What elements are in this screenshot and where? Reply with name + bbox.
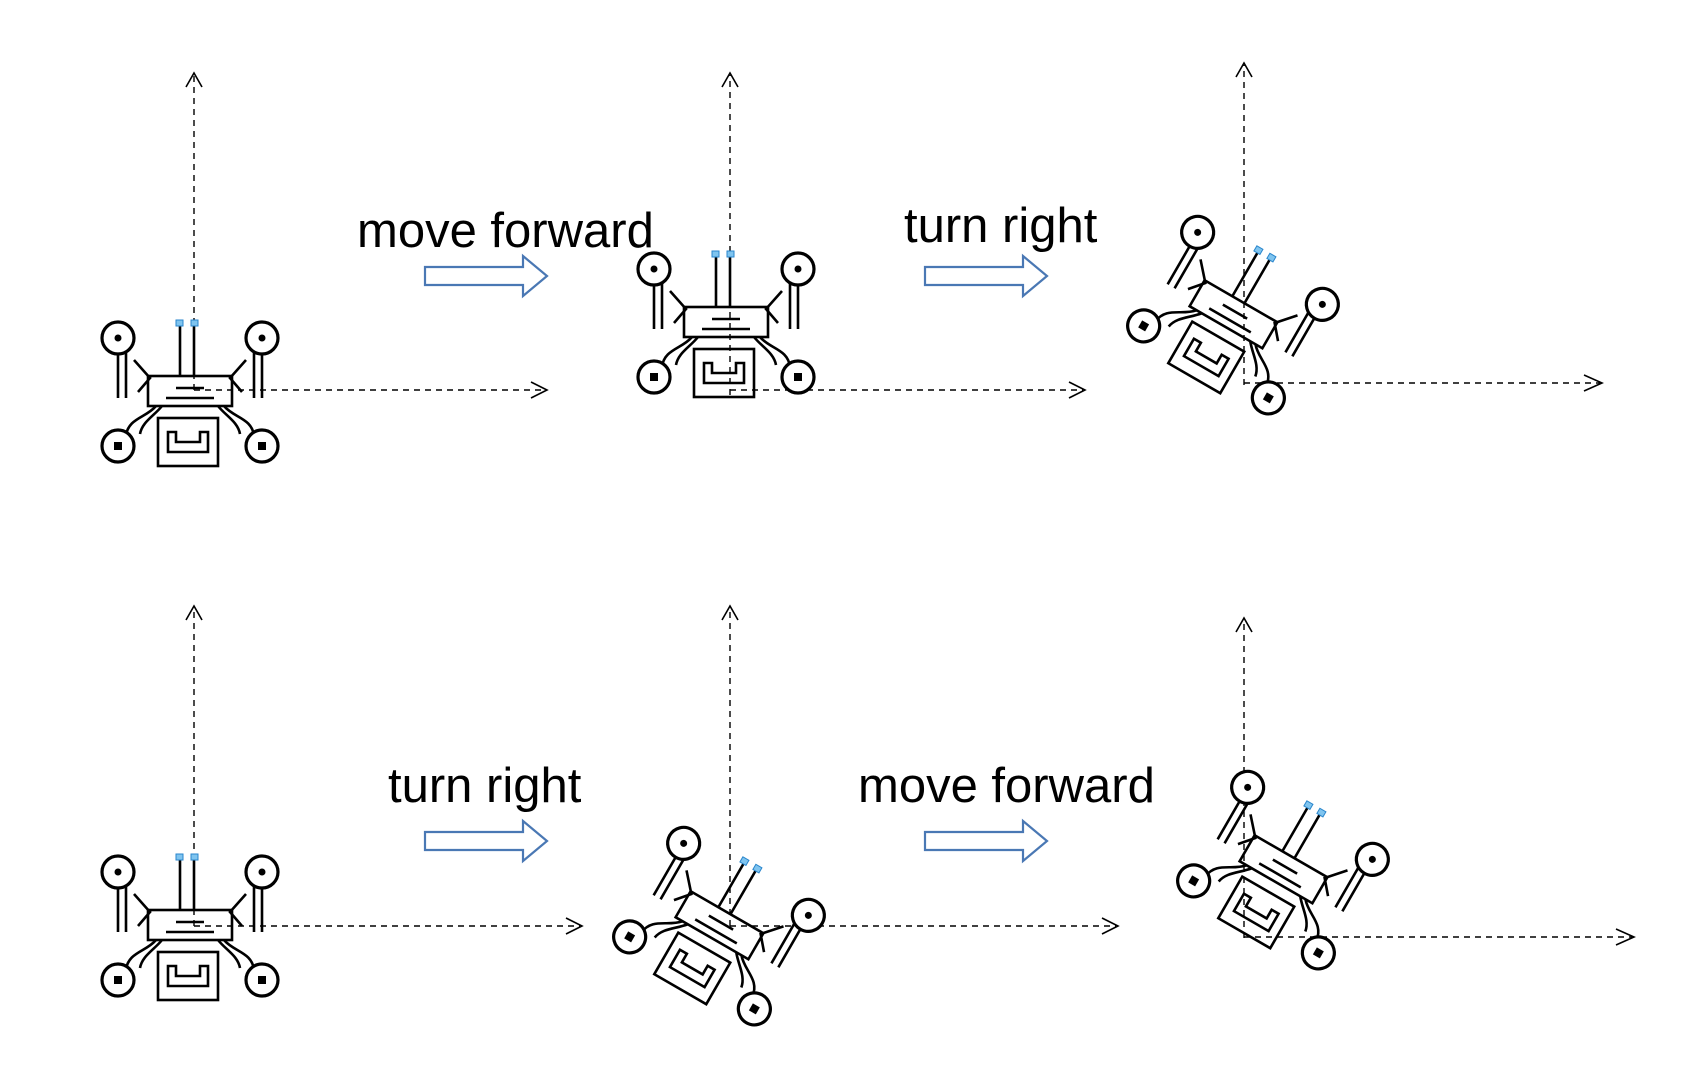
x-axis-arrowhead (530, 381, 549, 399)
x-axis-arrowhead (1615, 928, 1636, 946)
robot-icon (100, 852, 280, 1002)
caption-row1-step1: move forward (357, 204, 654, 258)
y-axis-arrowhead (185, 71, 203, 88)
y-axis-arrowhead (1235, 616, 1253, 633)
row2-frame3 (1168, 616, 1636, 980)
step-arrow-icon (923, 254, 1049, 298)
robot-icon (604, 818, 833, 1036)
caption-row2-step1: turn right (388, 759, 582, 813)
y-axis-arrowhead (185, 604, 203, 621)
y-axis-arrowhead (721, 71, 739, 88)
step-arrow-icon (923, 819, 1049, 863)
step-arrow-icon (423, 819, 549, 863)
x-axis-arrowhead (1101, 917, 1120, 935)
robot-icon (100, 318, 280, 468)
row2-frame2 (604, 604, 1120, 1036)
caption-row1-step2: turn right (904, 199, 1098, 253)
robot-icon (636, 249, 816, 399)
caption-row2-step2: move forward (858, 759, 1155, 813)
row1-frame3 (1118, 61, 1604, 425)
row2-frame1 (100, 604, 584, 1002)
step-arrow-icon (423, 254, 549, 298)
x-axis-arrowhead (565, 917, 584, 935)
y-axis-arrowhead (1235, 61, 1253, 78)
x-axis-arrowhead (1068, 381, 1087, 399)
robot-icon (1118, 207, 1347, 425)
row1-frame2 (636, 71, 1087, 399)
y-axis-arrowhead (721, 604, 739, 621)
x-axis-arrowhead (1583, 374, 1604, 392)
robot-icon (1168, 762, 1397, 980)
row1-frame1 (100, 71, 549, 468)
